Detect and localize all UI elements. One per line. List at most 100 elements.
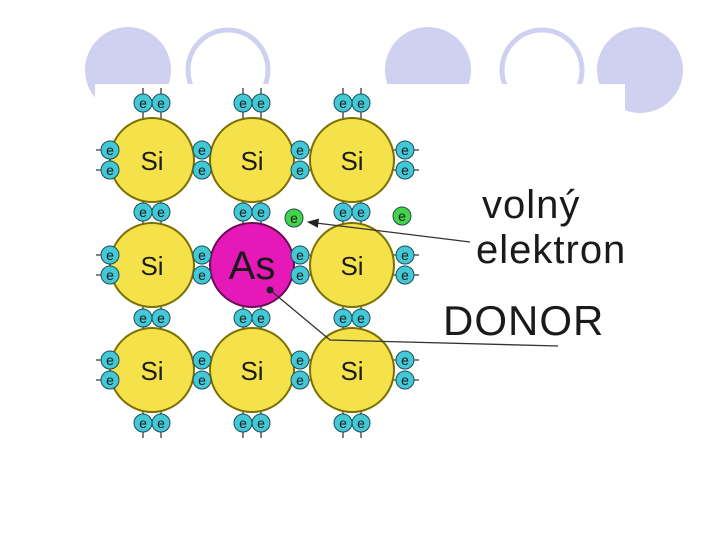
bond-electron-symbol: e [198, 162, 206, 178]
bond-electron-symbol: e [357, 95, 365, 111]
bond-electron [251, 93, 271, 113]
bond-electron [100, 350, 120, 370]
bond-electron-symbol: e [157, 310, 165, 326]
bond-electron [290, 160, 310, 180]
annotation-arrows [266, 218, 559, 347]
bond-electron [290, 370, 310, 390]
free-electron-label-line1: volný [482, 183, 581, 227]
bond-electron-symbol: e [401, 267, 409, 283]
silicon-atom [309, 222, 395, 308]
silicon-symbol: Si [240, 356, 263, 386]
bond-electron-symbol: e [401, 247, 409, 263]
bond-electron-symbol: e [296, 372, 304, 388]
free-electron-symbol: e [398, 208, 406, 224]
bond-electron [251, 202, 271, 222]
bond-electron [395, 370, 415, 390]
bond-electron [192, 140, 212, 160]
bond-electron-symbol: e [296, 142, 304, 158]
bond-electron-symbol: e [157, 415, 165, 431]
free-electron [284, 208, 304, 228]
bond-electron [151, 93, 171, 113]
bond-electron-symbol: e [198, 352, 206, 368]
bond-electron [290, 245, 310, 265]
silicon-symbol: Si [140, 356, 163, 386]
bond-electron-symbol: e [401, 352, 409, 368]
bond-electron-symbol: e [339, 415, 347, 431]
bond-electron-symbol: e [239, 415, 247, 431]
bond-electron [395, 160, 415, 180]
bond-electron-symbol: e [157, 204, 165, 220]
bond-electron-symbol: e [139, 310, 147, 326]
bond-electron-symbol: e [357, 204, 365, 220]
bond-electron-symbol: e [257, 95, 265, 111]
bond-electron [351, 93, 371, 113]
bond-electron [192, 160, 212, 180]
bond-electron-symbol: e [401, 142, 409, 158]
silicon-atom [309, 327, 395, 413]
bond-electron-symbol: e [198, 372, 206, 388]
bond-electron [395, 265, 415, 285]
bond-electron-symbol: e [296, 267, 304, 283]
arsenic-atom [209, 222, 295, 308]
bond-electron [351, 308, 371, 328]
bond-electron-symbol: e [106, 352, 114, 368]
bond-electron [351, 413, 371, 433]
bond-electron [100, 160, 120, 180]
bond-electron-symbol: e [339, 95, 347, 111]
bond-electron-symbol: e [357, 310, 365, 326]
bond-electron-symbol: e [239, 310, 247, 326]
bond-electron-symbol: e [198, 142, 206, 158]
free-electron [392, 206, 412, 226]
bond-electron [192, 245, 212, 265]
bond-electron [251, 308, 271, 328]
bond-electron-symbol: e [157, 95, 165, 111]
silicon-symbol: Si [340, 356, 363, 386]
silicon-symbol: Si [240, 146, 263, 176]
silicon-symbol: Si [140, 146, 163, 176]
bond-electron [100, 245, 120, 265]
bond-electron-symbol: e [296, 352, 304, 368]
bond-electron [290, 265, 310, 285]
arsenic-symbol: As [229, 244, 276, 288]
silicon-atom [109, 327, 195, 413]
free-electron-symbol: e [290, 210, 298, 226]
bond-electron-symbol: e [139, 95, 147, 111]
bond-electron [395, 140, 415, 160]
silicon-atom [209, 327, 295, 413]
bond-electron [290, 350, 310, 370]
bond-electron [395, 245, 415, 265]
decorative-header-circles [85, 27, 683, 114]
bond-electron-symbol: e [139, 415, 147, 431]
bond-electron [100, 370, 120, 390]
free-electron-arrow [306, 218, 471, 243]
bond-electron [100, 265, 120, 285]
donor-pointer-dot [266, 286, 274, 294]
bond-electron-symbol: e [239, 95, 247, 111]
bond-electron-symbol: e [357, 415, 365, 431]
bond-electron-symbol: e [257, 310, 265, 326]
bond-electron [192, 370, 212, 390]
bond-electron-symbol: e [106, 247, 114, 263]
donor-label: DONOR [443, 297, 605, 344]
silicon-atom [109, 117, 195, 203]
bond-electron [395, 350, 415, 370]
bond-electron [351, 202, 371, 222]
bond-electron [151, 308, 171, 328]
silicon-symbol: Si [340, 146, 363, 176]
bond-electron-symbol: e [239, 204, 247, 220]
bond-electron-symbol: e [139, 204, 147, 220]
bond-electron-symbol: e [296, 162, 304, 178]
bond-electron [151, 413, 171, 433]
bond-electron [192, 265, 212, 285]
bond-electron-symbol: e [198, 247, 206, 263]
bond-electron-symbol: e [106, 142, 114, 158]
silicon-symbol: Si [340, 251, 363, 281]
bond-electron [192, 350, 212, 370]
bond-electron-symbol: e [257, 415, 265, 431]
bond-electron [251, 413, 271, 433]
bond-electron-symbol: e [106, 267, 114, 283]
bond-electron-symbol: e [339, 310, 347, 326]
bond-electron-symbol: e [339, 204, 347, 220]
